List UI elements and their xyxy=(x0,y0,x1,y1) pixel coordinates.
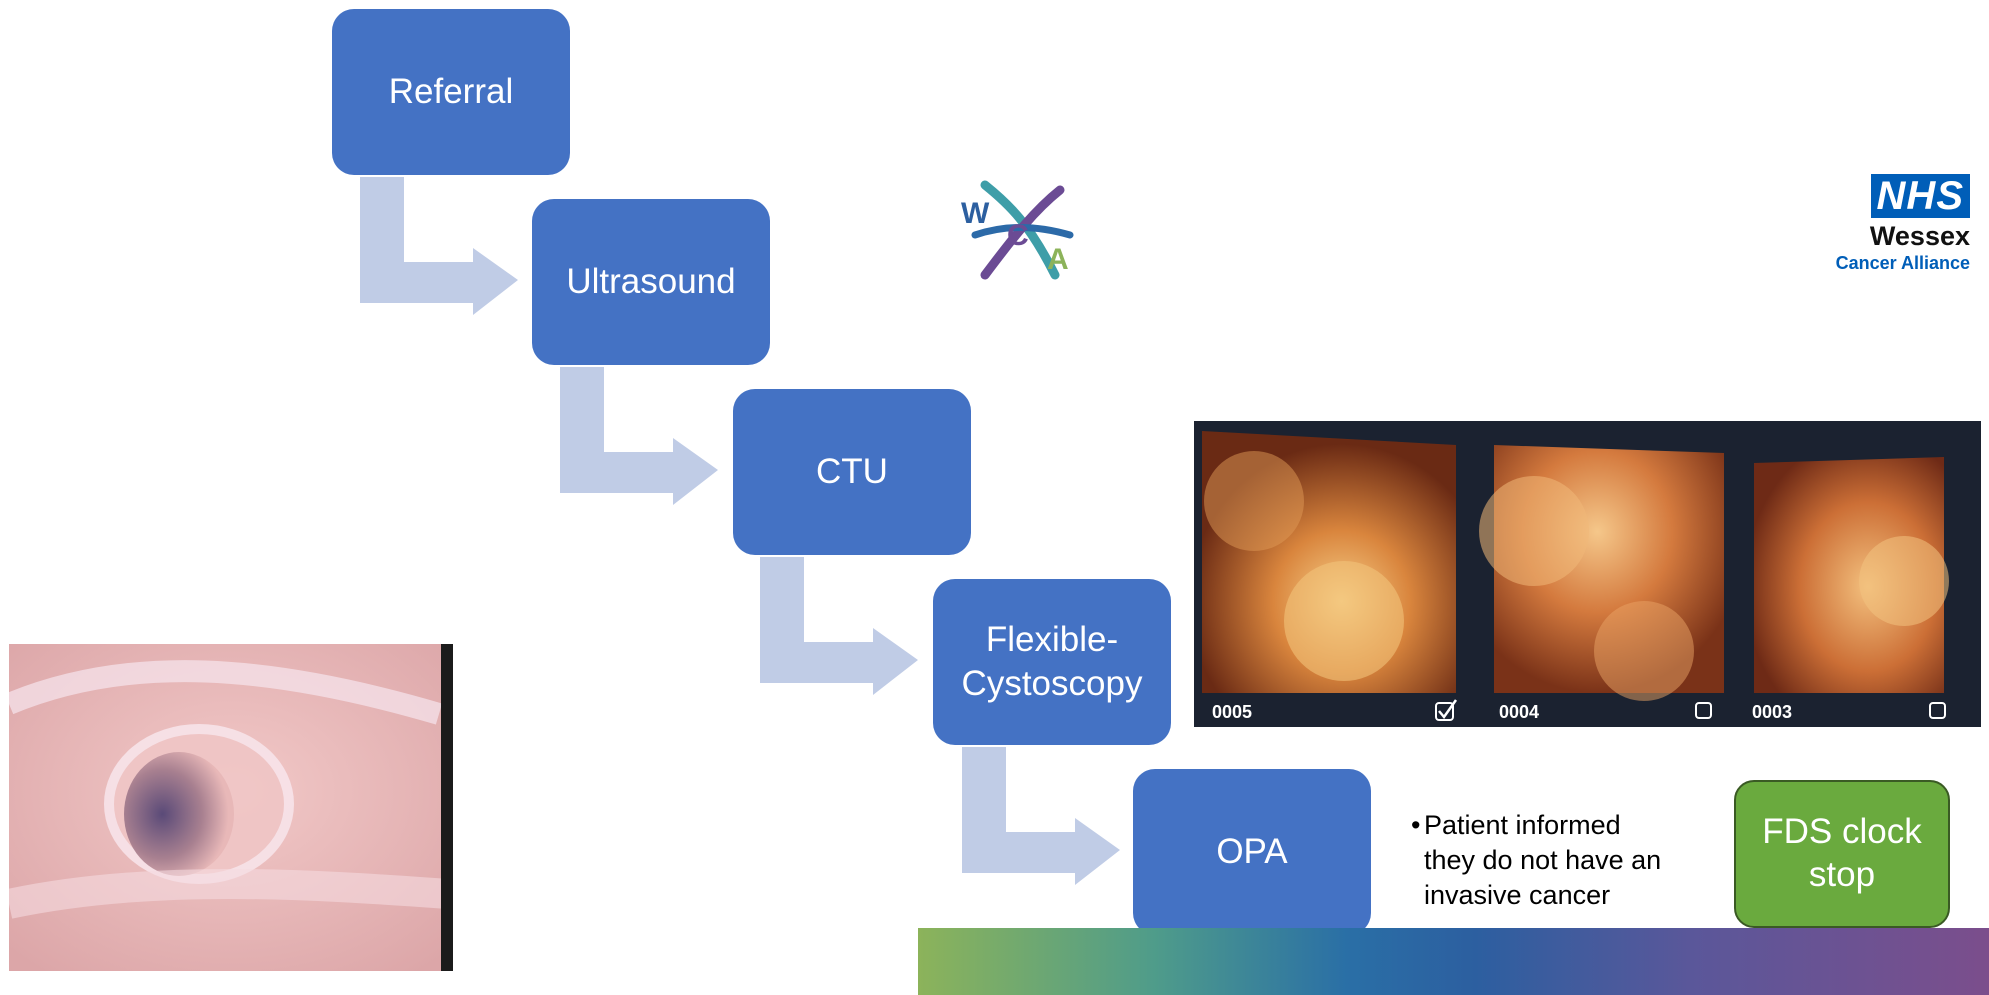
step-label: Flexible- Cystoscopy xyxy=(961,620,1143,703)
arrow-ctu-to-cystoscopy xyxy=(760,557,918,695)
fds-clock-stop-box: FDS clock stop xyxy=(1734,780,1950,928)
step-label: Referral xyxy=(388,72,514,112)
frame-label-0005: 0005 xyxy=(1212,702,1252,722)
step-label: Ultrasound xyxy=(566,262,736,302)
step-flexible-cystoscopy: Flexible- Cystoscopy xyxy=(933,579,1171,745)
frame-label-0004: 0004 xyxy=(1499,702,1539,722)
frame-label-0003: 0003 xyxy=(1752,702,1792,722)
step-ultrasound: Ultrasound xyxy=(532,199,770,365)
checkbox-checked-icon xyxy=(1435,699,1458,721)
footer-gradient-band xyxy=(918,928,1989,995)
outcome-note: • Patient informed they do not have an i… xyxy=(1411,808,1676,913)
wca-letter-a: A xyxy=(1047,243,1069,276)
nhs-logo-line2: Cancer Alliance xyxy=(1835,253,1970,273)
arrow-cystoscopy-to-opa xyxy=(962,747,1120,885)
endoscopy-strip: 0005 0004 0003 xyxy=(1194,421,1981,727)
bullet-marker: • xyxy=(1411,810,1421,840)
outcome-text: Patient informed they do not have an inv… xyxy=(1424,810,1662,910)
frame-0004 xyxy=(1479,445,1724,701)
step-label: CTU xyxy=(816,452,888,492)
nhs-badge: NHS xyxy=(1870,174,1970,218)
wca-letter-w: W xyxy=(961,197,990,230)
arrow-ultrasound-to-ctu xyxy=(560,367,718,505)
step-ctu: CTU xyxy=(733,389,971,555)
cystoscopy-photo xyxy=(9,644,453,971)
nhs-wessex-logo: NHS Wessex Cancer Alliance xyxy=(1800,174,1970,274)
nhs-logo-line1: Wessex xyxy=(1869,221,1970,251)
wca-letter-c: C xyxy=(1007,219,1029,252)
frame-0005 xyxy=(1202,431,1456,693)
step-referral: Referral xyxy=(332,9,570,175)
checkbox-icon xyxy=(1695,702,1712,719)
fds-label: FDS clock stop xyxy=(1762,812,1922,894)
step-opa: OPA xyxy=(1133,769,1371,935)
step-label: OPA xyxy=(1216,832,1288,872)
wca-logo: W C A xyxy=(961,180,1074,280)
arrow-referral-to-ultrasound xyxy=(360,177,518,315)
frame-0003 xyxy=(1754,457,1949,693)
checkbox-icon xyxy=(1929,702,1946,719)
